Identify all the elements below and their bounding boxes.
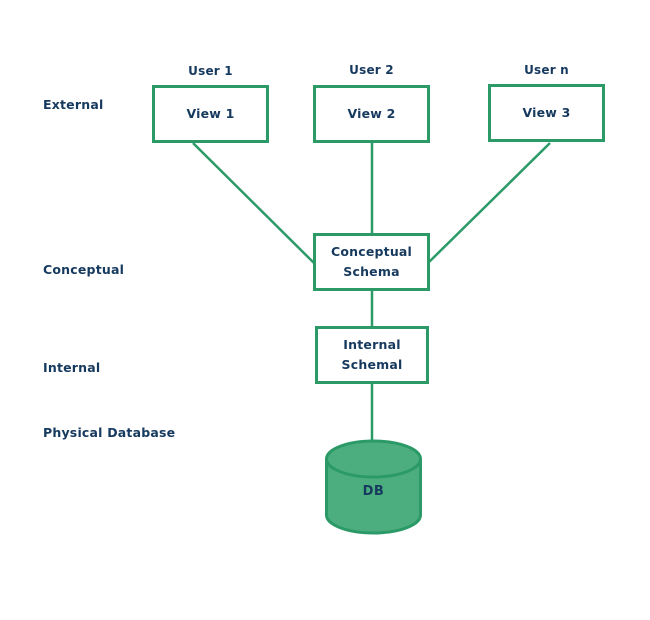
user-n-label: User n	[524, 63, 569, 77]
view-2-box: View 2	[313, 85, 430, 143]
db-cylinder-body	[325, 459, 422, 535]
internal-schema-box: Internal Schemal	[315, 326, 429, 384]
db-cylinder-icon	[325, 439, 422, 535]
conceptual-schema-line1: Conceptual	[330, 244, 413, 259]
conceptual-schema-box: Conceptual Schema	[313, 233, 430, 291]
view-3-box-label: View 3	[522, 105, 571, 120]
level-label-conceptual: Conceptual	[43, 262, 125, 277]
db-cylinder-top	[325, 439, 422, 479]
user-2-label: User 2	[349, 63, 394, 77]
level-label-physical-database: Physical Database	[43, 425, 176, 440]
view-3-box: View 3	[488, 84, 605, 142]
internal-schema-line1: Internal	[343, 337, 401, 352]
view-1-box-label: View 1	[186, 106, 235, 121]
view-1-box: View 1	[152, 85, 269, 143]
user-1-label: User 1	[188, 64, 233, 78]
internal-schema-line2: Schemal	[341, 357, 403, 372]
level-label-external: External	[43, 97, 104, 112]
view-2-box-label: View 2	[347, 106, 396, 121]
connector-view3-conceptual	[427, 142, 551, 264]
level-label-internal: Internal	[43, 360, 101, 375]
connector-view1-conceptual	[192, 142, 315, 264]
db-label: DB	[362, 484, 385, 499]
conceptual-schema-line2: Schema	[343, 264, 400, 279]
